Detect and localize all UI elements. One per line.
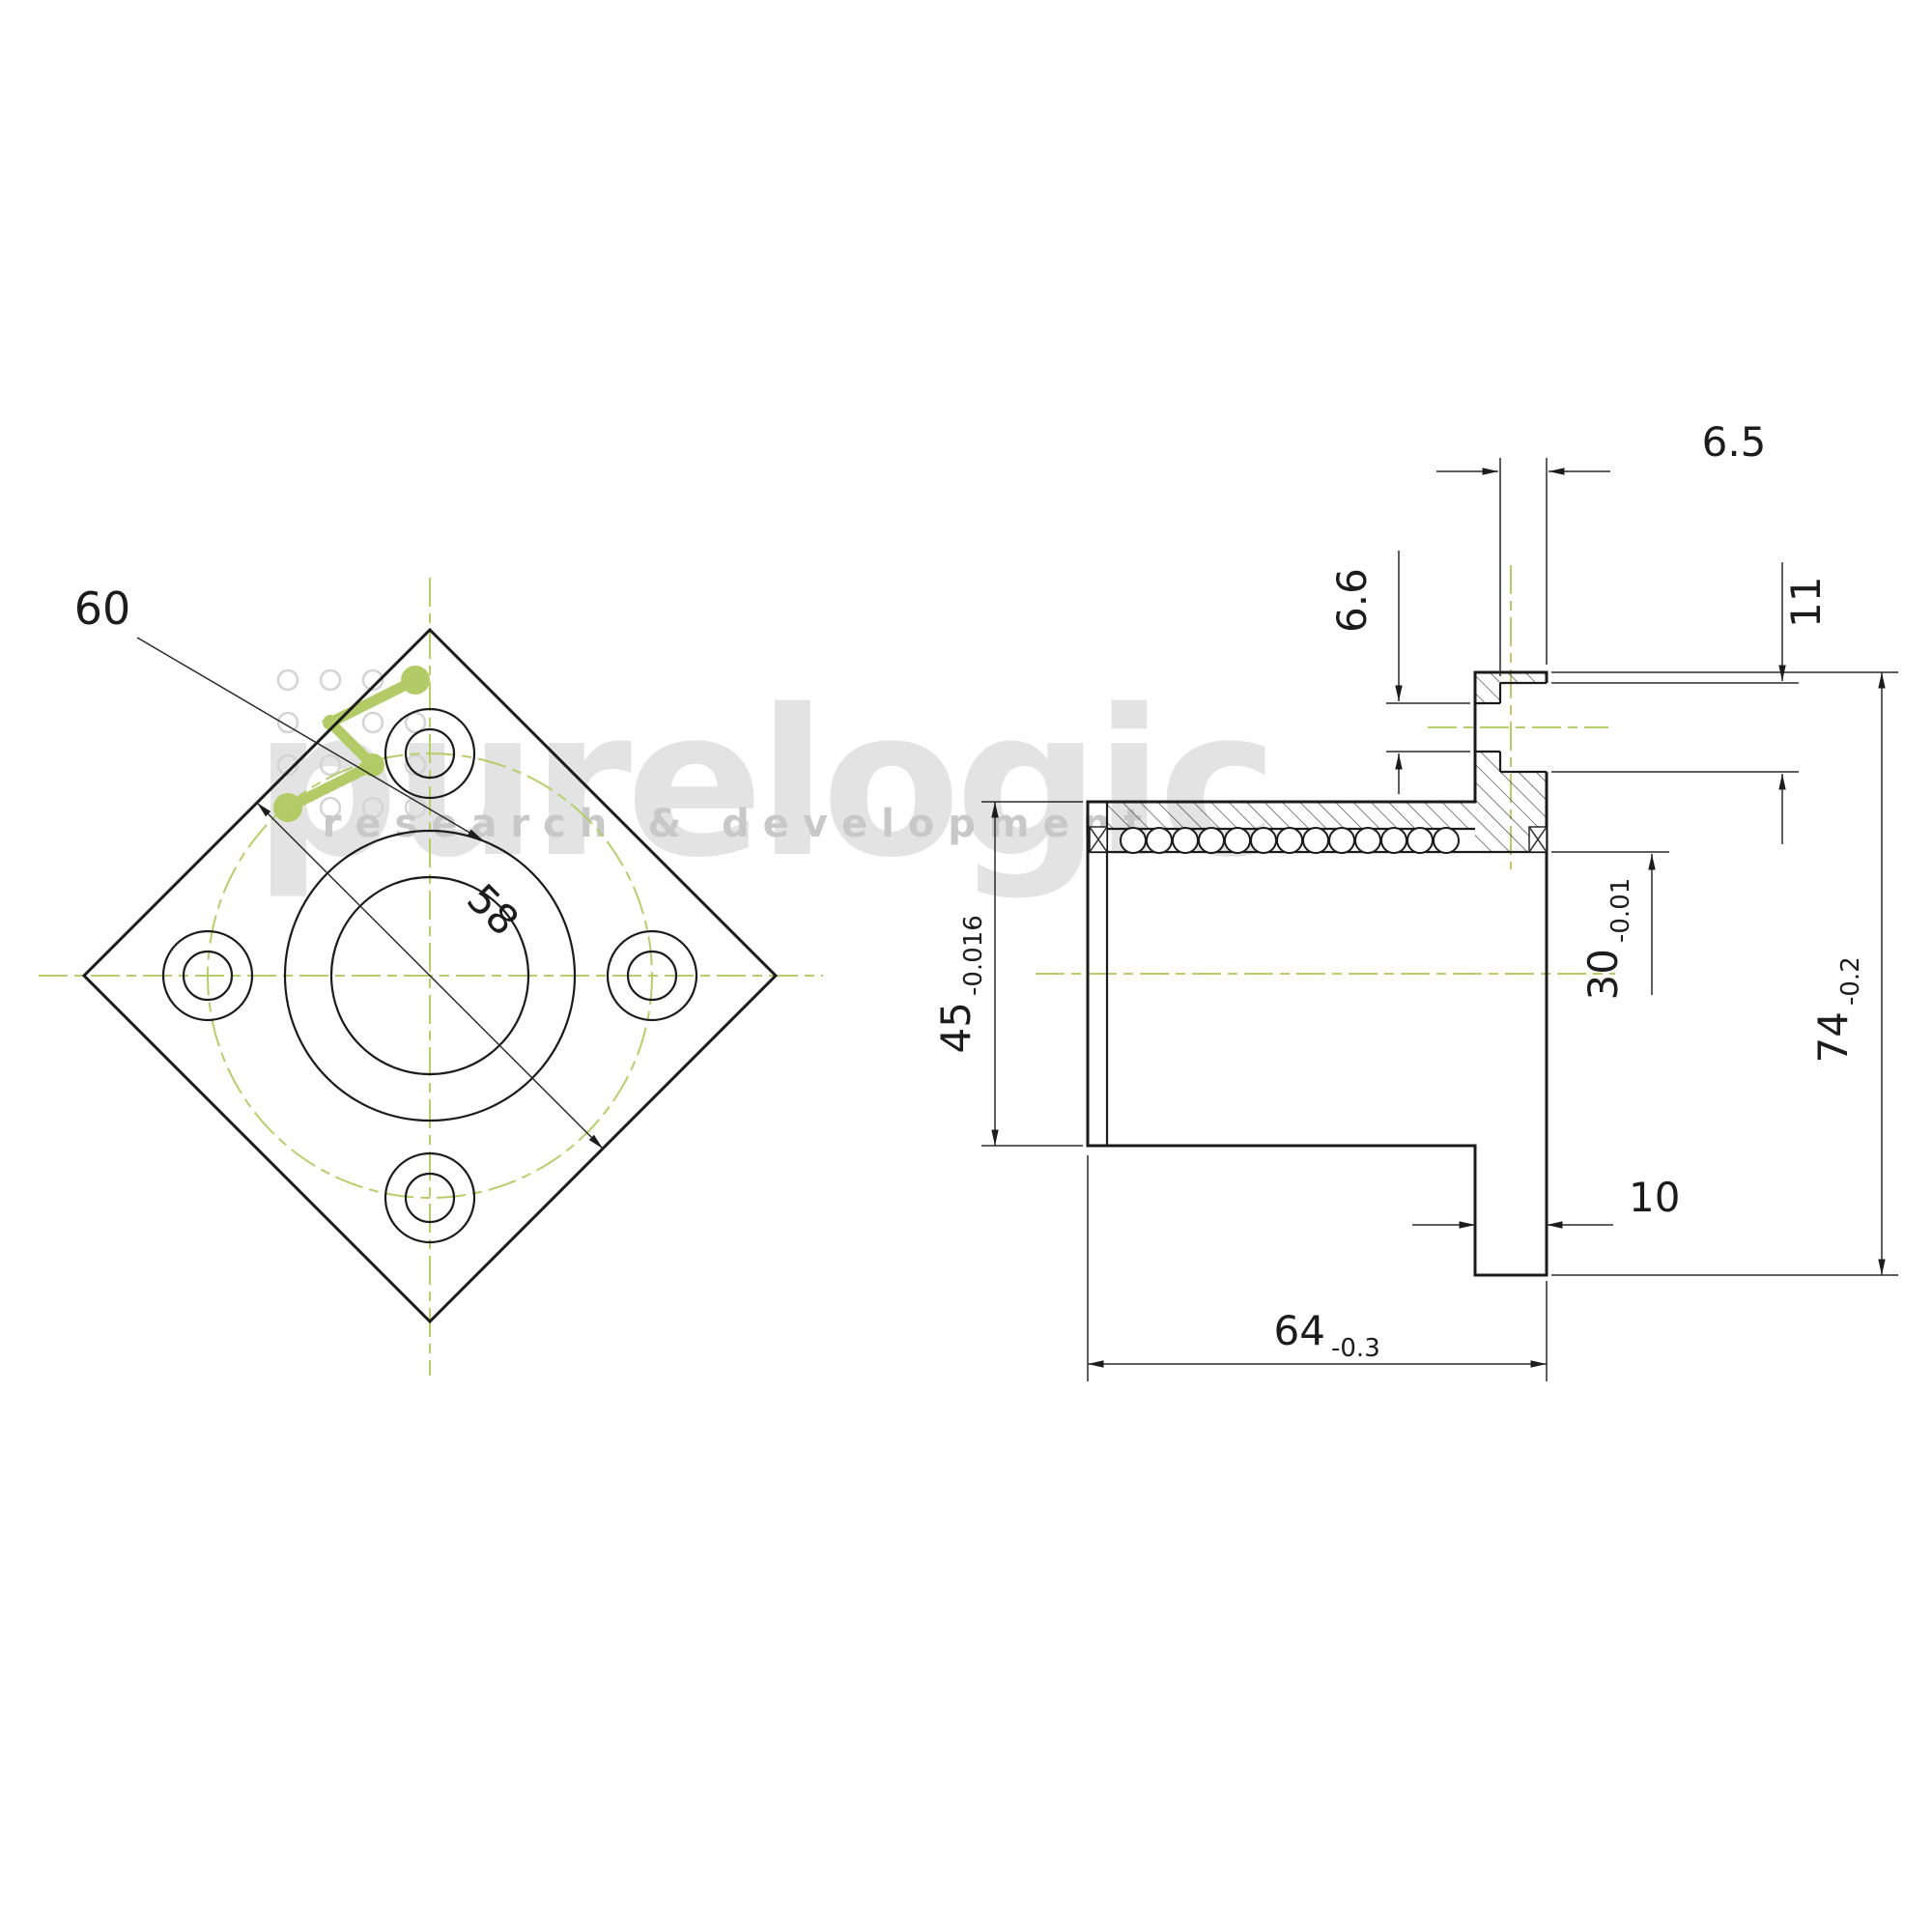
dim-bore: 30 -0.01	[1551, 851, 1669, 1000]
seal-right	[1528, 826, 1548, 853]
bolt-hole-bottom	[384, 1151, 476, 1244]
dim-pcd: 60	[74, 582, 484, 841]
ball-row	[1120, 827, 1460, 854]
dim-cb-dia: 11	[1551, 562, 1830, 844]
dim-cb-depth: 6.5	[1436, 418, 1766, 676]
watermark-tagline-text: research & development	[323, 802, 1156, 846]
dim-flange-thickness: 10	[1412, 1174, 1680, 1229]
counterbore-outline	[1475, 681, 1547, 774]
dim-body-length-tol: -0.3	[1331, 1334, 1380, 1363]
dim-outer-dia-tol: -0.016	[959, 915, 988, 996]
dim-flange-side-line	[256, 802, 604, 1150]
logo-zigzag	[282, 674, 421, 813]
dim-bolt-hole: 6.6	[1328, 551, 1470, 794]
dim-bore-value: 30	[1579, 949, 1627, 1000]
bolt-hole-right	[606, 929, 698, 1022]
dim-bolt-hole-label: 6.6	[1328, 568, 1376, 633]
dim-cb-dia-label: 11	[1782, 577, 1830, 628]
flange-square-outline	[81, 627, 779, 1324]
hatch-flange	[1475, 672, 1547, 852]
bolt-hole-left	[161, 929, 254, 1022]
bolt-hole-top	[384, 707, 476, 800]
dim-cb-depth-label: 6.5	[1702, 418, 1767, 466]
dim-outer-dia: 45 -0.016	[932, 801, 1083, 1147]
hatch-sleeve	[1107, 802, 1475, 829]
body-outline	[1086, 670, 1548, 1277]
dim-flange-height-value: 74	[1809, 1011, 1857, 1063]
dim-flange-height-tol: -0.2	[1836, 956, 1865, 1006]
side-view: 45 -0.016 74 -0.2 64 -0.3 10	[932, 418, 1898, 1381]
dim-bore-tol: -0.01	[1606, 878, 1635, 943]
seal-left	[1089, 826, 1108, 853]
dim-outer-dia-value: 45	[932, 1002, 980, 1053]
dim-body-length: 64 -0.3	[1087, 1155, 1548, 1381]
watermark: purelogic research & development	[254, 666, 1278, 902]
dim-pcd-label: 60	[74, 582, 131, 635]
watermark-brand-text: purelogic	[254, 666, 1273, 902]
bolt-circle-centerline	[207, 753, 653, 1199]
dim-body-length-value: 64	[1274, 1307, 1325, 1354]
dim-flange-thickness-label: 10	[1629, 1174, 1680, 1221]
dim-flange-height: 74 -0.2	[1551, 671, 1898, 1276]
